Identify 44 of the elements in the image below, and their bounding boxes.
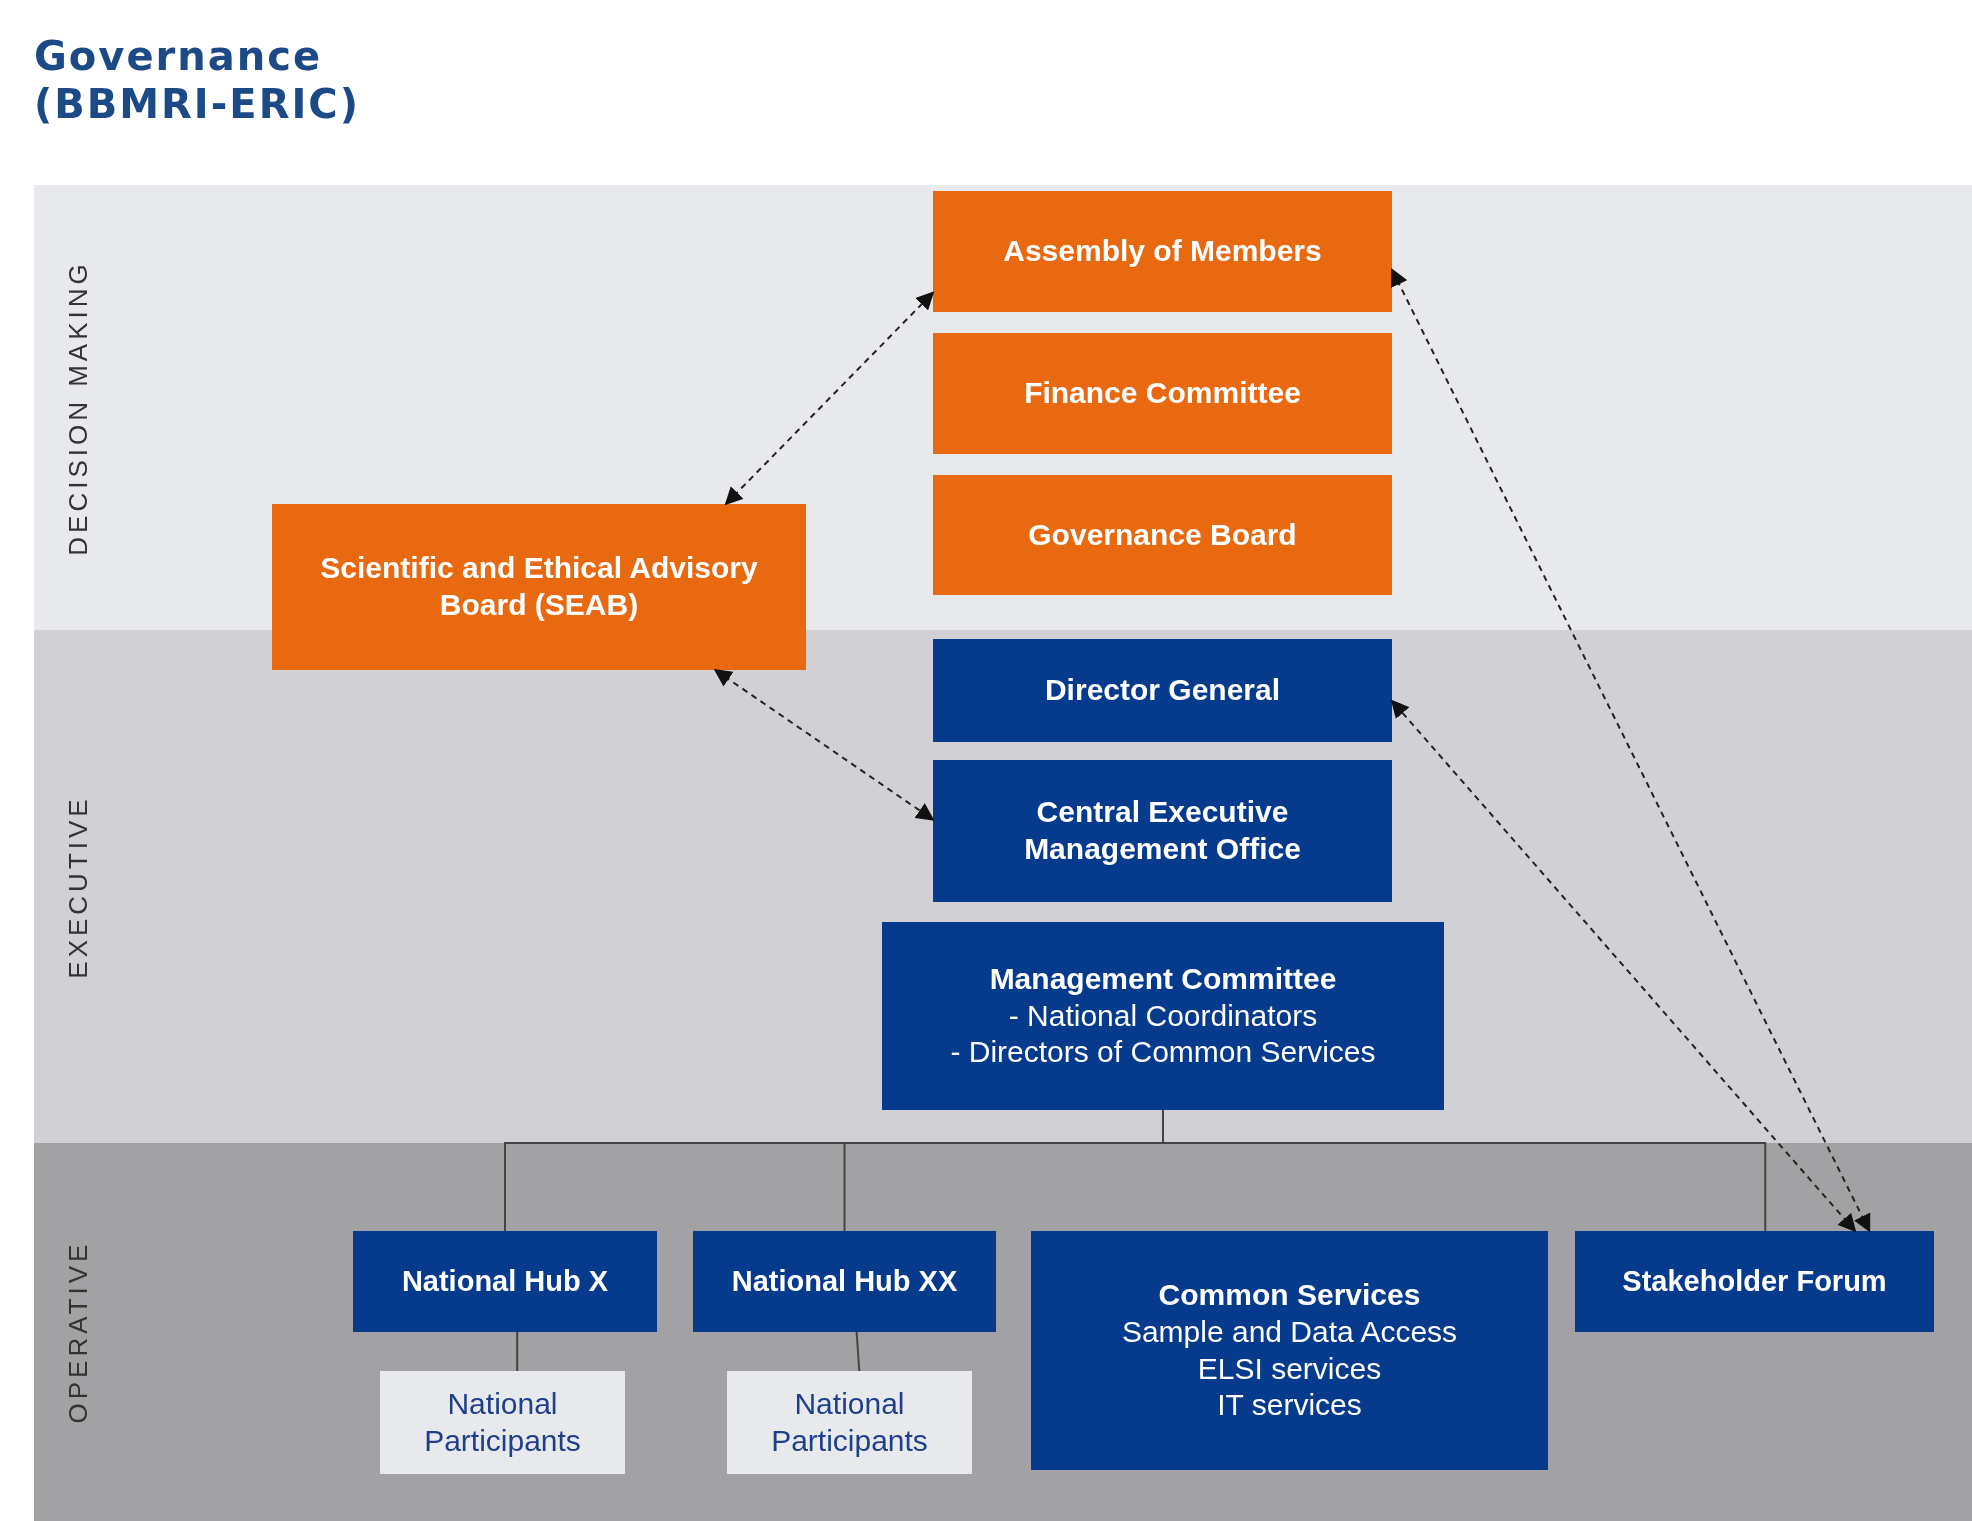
- connector-line: [516, 1331, 519, 1372]
- unit-title: Director General: [1043, 672, 1282, 709]
- org-unit-box: [882, 922, 1444, 1110]
- unit-detail: - Directors of Common Services: [949, 1034, 1377, 1071]
- unit-title: Assembly of Members: [1002, 233, 1323, 270]
- unit-title: National Participants: [770, 1385, 929, 1459]
- org-unit-box: [933, 475, 1392, 595]
- org-unit-box: [1031, 1231, 1548, 1470]
- unit-title: National Hub X: [400, 1263, 610, 1299]
- band-label: EXECUTIVE: [62, 794, 94, 979]
- diagram-title: Governance (BBMRI-ERIC): [34, 32, 361, 128]
- swimlane-band: [34, 1143, 1972, 1521]
- org-unit-box: [1575, 1231, 1934, 1332]
- unit-title: Central Executive Management Office: [1023, 794, 1302, 867]
- unit-detail: Sample and Data Access: [1120, 1313, 1459, 1350]
- unit-title: National Hub XX: [730, 1263, 959, 1299]
- dashed-arrow: [1390, 699, 1857, 1233]
- dashed-arrow: [713, 669, 935, 821]
- unit-title: Finance Committee: [1023, 375, 1302, 412]
- unit-title: Management Committee: [988, 961, 1338, 998]
- unit-title: Governance Board: [1027, 516, 1298, 553]
- unit-title: Scientific and Ethical Advisory Board (SEAB): [319, 550, 759, 623]
- dashed-arrow: [724, 291, 935, 506]
- unit-detail: - National Coordinators: [1007, 997, 1319, 1034]
- org-unit-box: [933, 333, 1392, 454]
- org-unit-box: [933, 760, 1392, 902]
- org-unit-box: [933, 639, 1392, 742]
- org-unit-box: [353, 1231, 657, 1332]
- swimlane-band: [34, 630, 1972, 1143]
- unit-detail: IT services: [1216, 1387, 1363, 1424]
- unit-detail: ELSI services: [1196, 1350, 1383, 1387]
- band-label: OPERATIVE: [62, 1240, 94, 1424]
- org-unit-box: [693, 1231, 996, 1332]
- swimlane-band: [34, 185, 1972, 630]
- band-label: DECISION MAKING: [62, 259, 94, 556]
- dashed-arrow: [1391, 268, 1871, 1233]
- org-unit-box: [933, 191, 1392, 312]
- participant-box: [727, 1371, 972, 1474]
- org-unit-box: [272, 504, 806, 670]
- participant-box: [380, 1371, 625, 1474]
- unit-title: National Participants: [423, 1385, 582, 1459]
- unit-title: Common Services: [1157, 1277, 1422, 1314]
- connector-line: [855, 1331, 861, 1372]
- unit-title: Stakeholder Forum: [1621, 1263, 1888, 1299]
